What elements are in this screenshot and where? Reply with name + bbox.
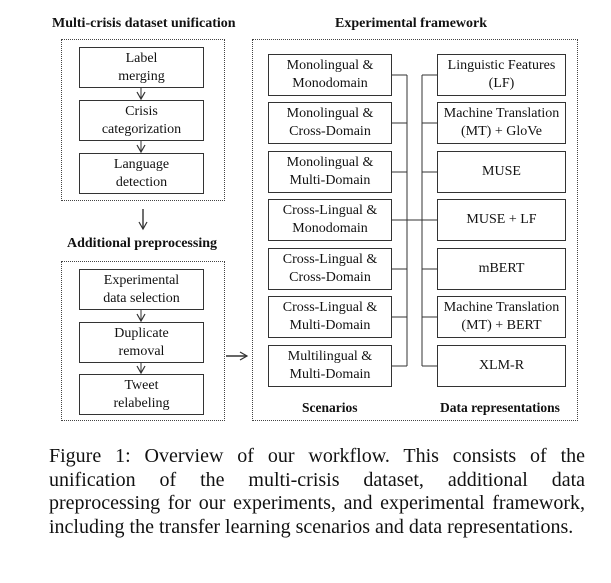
representations-label: Data representations — [440, 400, 560, 415]
preprocessing-step-duplicate-removal: Duplicate removal — [79, 322, 204, 363]
preprocessing-step-data-selection: Experimental data selection — [79, 269, 204, 310]
representation-text: Machine Translation (MT) + GloVe — [443, 106, 560, 139]
unification-step-text: Crisis categorization — [101, 103, 182, 137]
unification-step-text: Label merging — [118, 50, 165, 84]
scenario-text: Monolingual & Multi-Domain — [286, 155, 374, 188]
preprocessing-title: Additional preprocessing — [67, 236, 218, 251]
unification-step-crisis-categorization: Crisis categorization — [79, 100, 204, 141]
representation-box: MUSE + LF — [437, 199, 566, 241]
framework-title: Experimental framework — [335, 16, 488, 31]
preprocessing-panel — [61, 261, 225, 421]
preprocessing-step-text: Experimental data selection — [103, 272, 180, 306]
unification-step-label-merging: Label merging — [79, 47, 204, 88]
unification-panel — [61, 39, 225, 201]
representation-text: Linguistic Features (LF) — [447, 58, 556, 91]
representation-box: Machine Translation (MT) + GloVe — [437, 102, 566, 144]
scenario-text: Cross-Lingual & Monodomain — [282, 203, 378, 236]
preprocessing-step-text: Tweet relabeling — [113, 377, 170, 411]
scenario-box: Cross-Lingual & Monodomain — [268, 199, 392, 241]
representation-text: mBERT — [478, 261, 525, 276]
figure-caption: Figure 1: Overview of our workflow. This… — [49, 445, 585, 538]
scenario-box: Cross-Lingual & Multi-Domain — [268, 296, 392, 338]
scenario-bus — [392, 74, 422, 367]
scenario-text: Cross-Lingual & Multi-Domain — [282, 300, 378, 333]
unification-step-text: Language detection — [113, 156, 170, 190]
scenario-box: Monolingual & Multi-Domain — [268, 151, 392, 193]
representation-text: MUSE — [482, 164, 521, 179]
scenario-text: Cross-Lingual & Cross-Domain — [282, 252, 378, 285]
scenarios-label: Scenarios — [302, 400, 358, 415]
scenario-box: Cross-Lingual & Cross-Domain — [268, 248, 392, 290]
scenario-box: Multilingual & Multi-Domain — [268, 345, 392, 387]
representation-text: XLM-R — [478, 358, 525, 373]
unification-step-language-detection: Language detection — [79, 153, 204, 194]
scenario-box: Monolingual & Monodomain — [268, 54, 392, 96]
scenario-text: Monolingual & Monodomain — [286, 58, 374, 91]
scenario-text: Multilingual & Multi-Domain — [287, 349, 373, 382]
unification-title: Multi-crisis dataset unification — [52, 16, 236, 31]
preprocessing-step-text: Duplicate removal — [114, 325, 169, 359]
representation-box: mBERT — [437, 248, 566, 290]
scenario-text: Monolingual & Cross-Domain — [286, 106, 374, 139]
representation-box: MUSE — [437, 151, 566, 193]
preprocessing-step-tweet-relabeling: Tweet relabeling — [79, 374, 204, 415]
scenario-box: Monolingual & Cross-Domain — [268, 102, 392, 144]
representation-box: XLM-R — [437, 345, 566, 387]
representation-box: Linguistic Features (LF) — [437, 54, 566, 96]
representation-box: Machine Translation (MT) + BERT — [437, 296, 566, 338]
representation-bus — [421, 74, 437, 367]
representation-text: Machine Translation (MT) + BERT — [443, 300, 560, 333]
framework-panel — [252, 39, 578, 421]
representation-text: MUSE + LF — [466, 212, 537, 227]
